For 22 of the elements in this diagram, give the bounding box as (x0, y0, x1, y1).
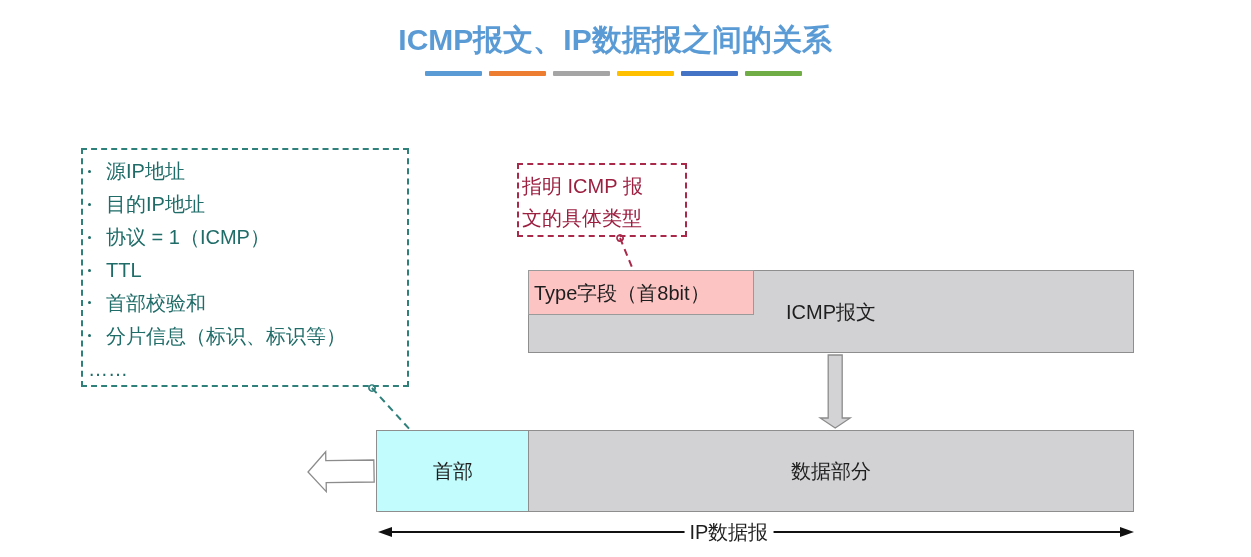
callout-box (517, 163, 687, 237)
list-item: TTL (106, 258, 142, 283)
list-item: 首部校验和 (106, 290, 206, 316)
list-item: 协议 = 1（ICMP） (106, 225, 270, 251)
packet-block (528, 430, 1134, 512)
block-arrow (818, 354, 853, 429)
type-field-block (528, 270, 754, 315)
list-item: 源IP地址 (106, 159, 185, 185)
packet-block (528, 270, 1134, 353)
block-label: 数据部分 (791, 459, 871, 483)
title: ICMP报文、IP数据报之间的关系 (398, 22, 832, 58)
list-item: 分片信息（标识、标识等） (106, 323, 346, 349)
list-item: 目的IP地址 (106, 192, 205, 218)
callout-text: 指明 ICMP 报文的具体类型 (522, 174, 644, 231)
block-label: ICMP报文 (786, 299, 876, 324)
block-arrow (307, 450, 375, 494)
list-item: …… (88, 356, 128, 382)
block-label: Type字段（首8bit） (534, 280, 710, 305)
header-block (376, 430, 529, 512)
block-label: 首部 (432, 459, 473, 483)
leader-line (368, 384, 412, 431)
header-fields-callout (81, 148, 409, 387)
